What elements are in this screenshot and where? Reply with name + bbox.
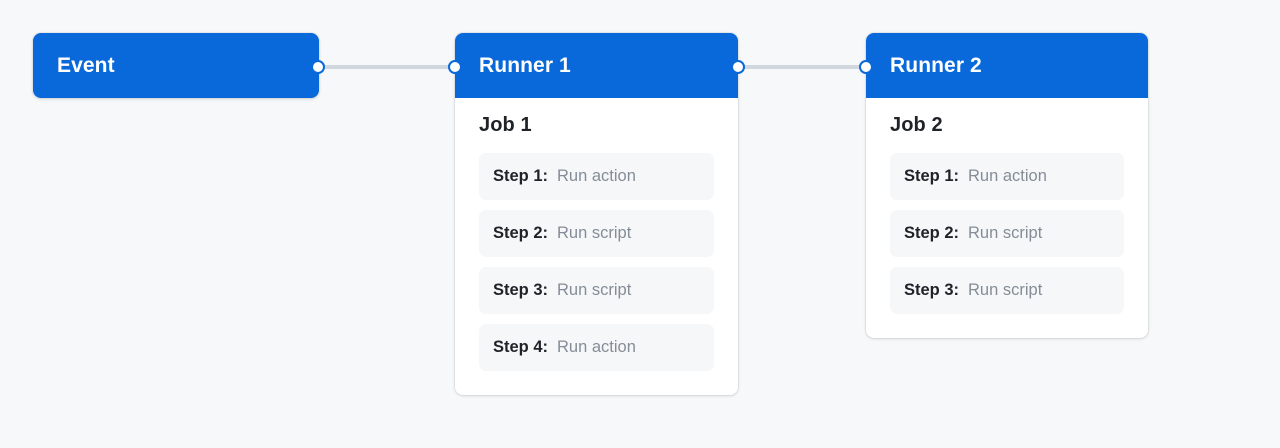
runner-1-step-list: Step 1: Run action Step 2: Run script St… (479, 153, 714, 371)
step-item[interactable]: Step 3: Run script (479, 267, 714, 314)
runner-1-body: Job 1 Step 1: Run action Step 2: Run scr… (455, 98, 738, 395)
step-value: Run action (557, 338, 636, 356)
runner-1-header: Runner 1 (455, 33, 738, 98)
step-label: Step 1: (904, 167, 960, 185)
runner-2-step-list: Step 1: Run action Step 2: Run script St… (890, 153, 1124, 314)
step-label: Step 3: (904, 281, 960, 299)
step-value: Run action (557, 167, 636, 185)
runner-2-header-title: Runner 2 (890, 53, 982, 77)
step-value: Run script (968, 224, 1043, 242)
event-node[interactable]: Event (33, 33, 319, 98)
step-label: Step 4: (493, 338, 549, 356)
step-value: Run action (968, 167, 1047, 185)
step-item[interactable]: Step 4: Run action (479, 324, 714, 371)
runner-1-header-title: Runner 1 (479, 53, 571, 77)
step-item[interactable]: Step 2: Run script (479, 210, 714, 257)
connector-line-event-to-runner1 (318, 65, 458, 69)
step-label: Step 1: (493, 167, 549, 185)
step-label: Step 2: (493, 224, 549, 242)
step-value: Run script (968, 281, 1043, 299)
runner-card-2[interactable]: Runner 2 Job 2 Step 1: Run action Step 2… (866, 33, 1148, 338)
step-item[interactable]: Step 1: Run action (479, 153, 714, 200)
runner-2-header: Runner 2 (866, 33, 1148, 98)
step-label: Step 2: (904, 224, 960, 242)
runner-2-body: Job 2 Step 1: Run action Step 2: Run scr… (866, 98, 1148, 338)
step-label: Step 3: (493, 281, 549, 299)
event-node-title: Event (57, 53, 115, 77)
step-value: Run script (557, 281, 632, 299)
step-value: Run script (557, 224, 632, 242)
connector-line-runner1-to-runner2 (738, 65, 868, 69)
step-item[interactable]: Step 2: Run script (890, 210, 1124, 257)
connector-dot-runner2-input[interactable] (859, 60, 873, 74)
runner-1-job-title: Job 1 (479, 114, 532, 136)
connector-dot-runner1-output[interactable] (731, 60, 745, 74)
connector-dot-event-output[interactable] (311, 60, 325, 74)
runner-card-1[interactable]: Runner 1 Job 1 Step 1: Run action Step 2… (455, 33, 738, 395)
connector-dot-runner1-input[interactable] (448, 60, 462, 74)
step-item[interactable]: Step 3: Run script (890, 267, 1124, 314)
step-item[interactable]: Step 1: Run action (890, 153, 1124, 200)
runner-2-job-title: Job 2 (890, 114, 943, 136)
